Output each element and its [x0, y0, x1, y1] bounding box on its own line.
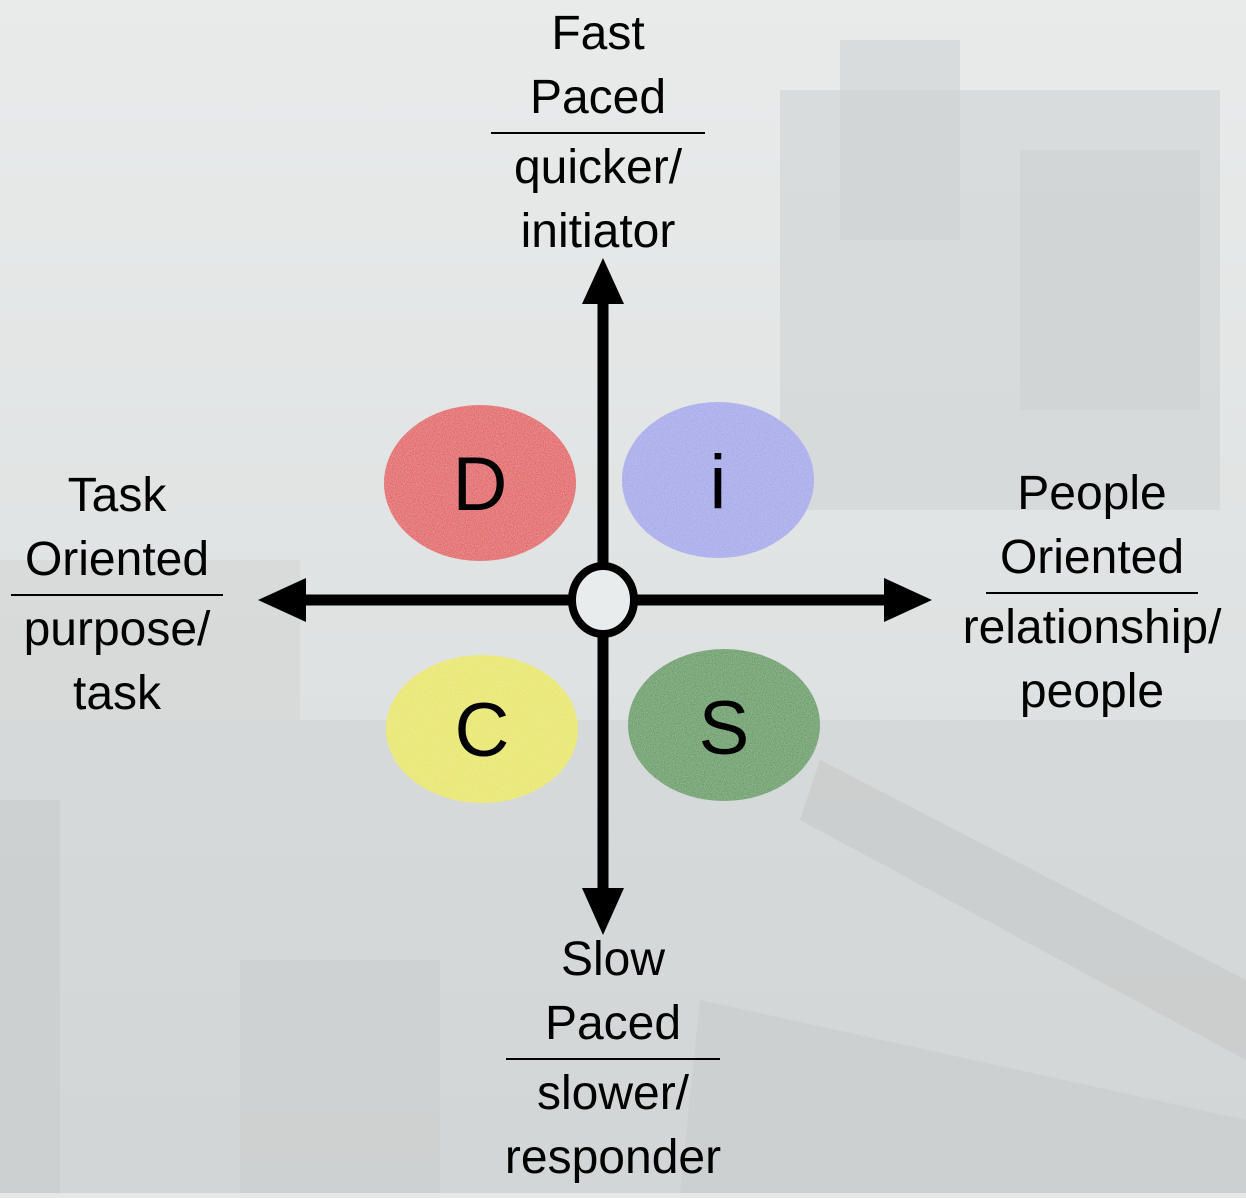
- right-line1: People: [1017, 467, 1167, 520]
- top-line2: Paced: [529, 71, 667, 124]
- bottom-line4: responder: [504, 1131, 722, 1184]
- right-divider: [986, 592, 1198, 594]
- arrow-down-icon: [582, 888, 624, 935]
- top-divider: [491, 132, 705, 134]
- left-line3: purpose/: [23, 603, 211, 656]
- center-circle: [568, 562, 638, 638]
- right-axis-label: People Oriented relationship/ people: [944, 462, 1240, 724]
- right-line3: relationship/: [962, 601, 1222, 654]
- left-axis-label: Task Oriented purpose/ task: [4, 464, 230, 726]
- quadrant-s-ellipse: [628, 649, 820, 801]
- top-line1: Fast: [551, 7, 645, 60]
- arrow-right-icon: [884, 578, 932, 622]
- arrow-left-icon: [258, 578, 306, 622]
- top-axis-label: Fast Paced quicker/ initiator: [488, 2, 708, 264]
- bottom-line1: Slow: [560, 933, 666, 986]
- quadrant-d-letter: D: [453, 442, 508, 527]
- left-line2: Oriented: [24, 533, 210, 586]
- quadrant-s-letter: S: [699, 686, 750, 771]
- bottom-line3: slower/: [536, 1067, 690, 1120]
- left-line1: Task: [67, 469, 167, 522]
- bottom-line2: Paced: [544, 997, 682, 1050]
- quadrant-c-ellipse: [386, 655, 578, 803]
- quadrant-i-letter: i: [710, 440, 727, 525]
- arrow-up-icon: [582, 258, 624, 304]
- left-line4: task: [72, 667, 162, 720]
- quadrant-c-letter: C: [455, 688, 510, 773]
- right-line4: people: [1019, 665, 1165, 718]
- bottom-divider: [506, 1058, 720, 1060]
- left-divider: [11, 594, 223, 596]
- top-line4: initiator: [520, 205, 676, 258]
- quadrant-i-ellipse: [622, 402, 814, 558]
- quadrant-d-ellipse: [384, 405, 576, 561]
- right-line2: Oriented: [999, 531, 1185, 584]
- bottom-axis-label: Slow Paced slower/ responder: [498, 928, 728, 1190]
- top-line3: quicker/: [513, 141, 683, 194]
